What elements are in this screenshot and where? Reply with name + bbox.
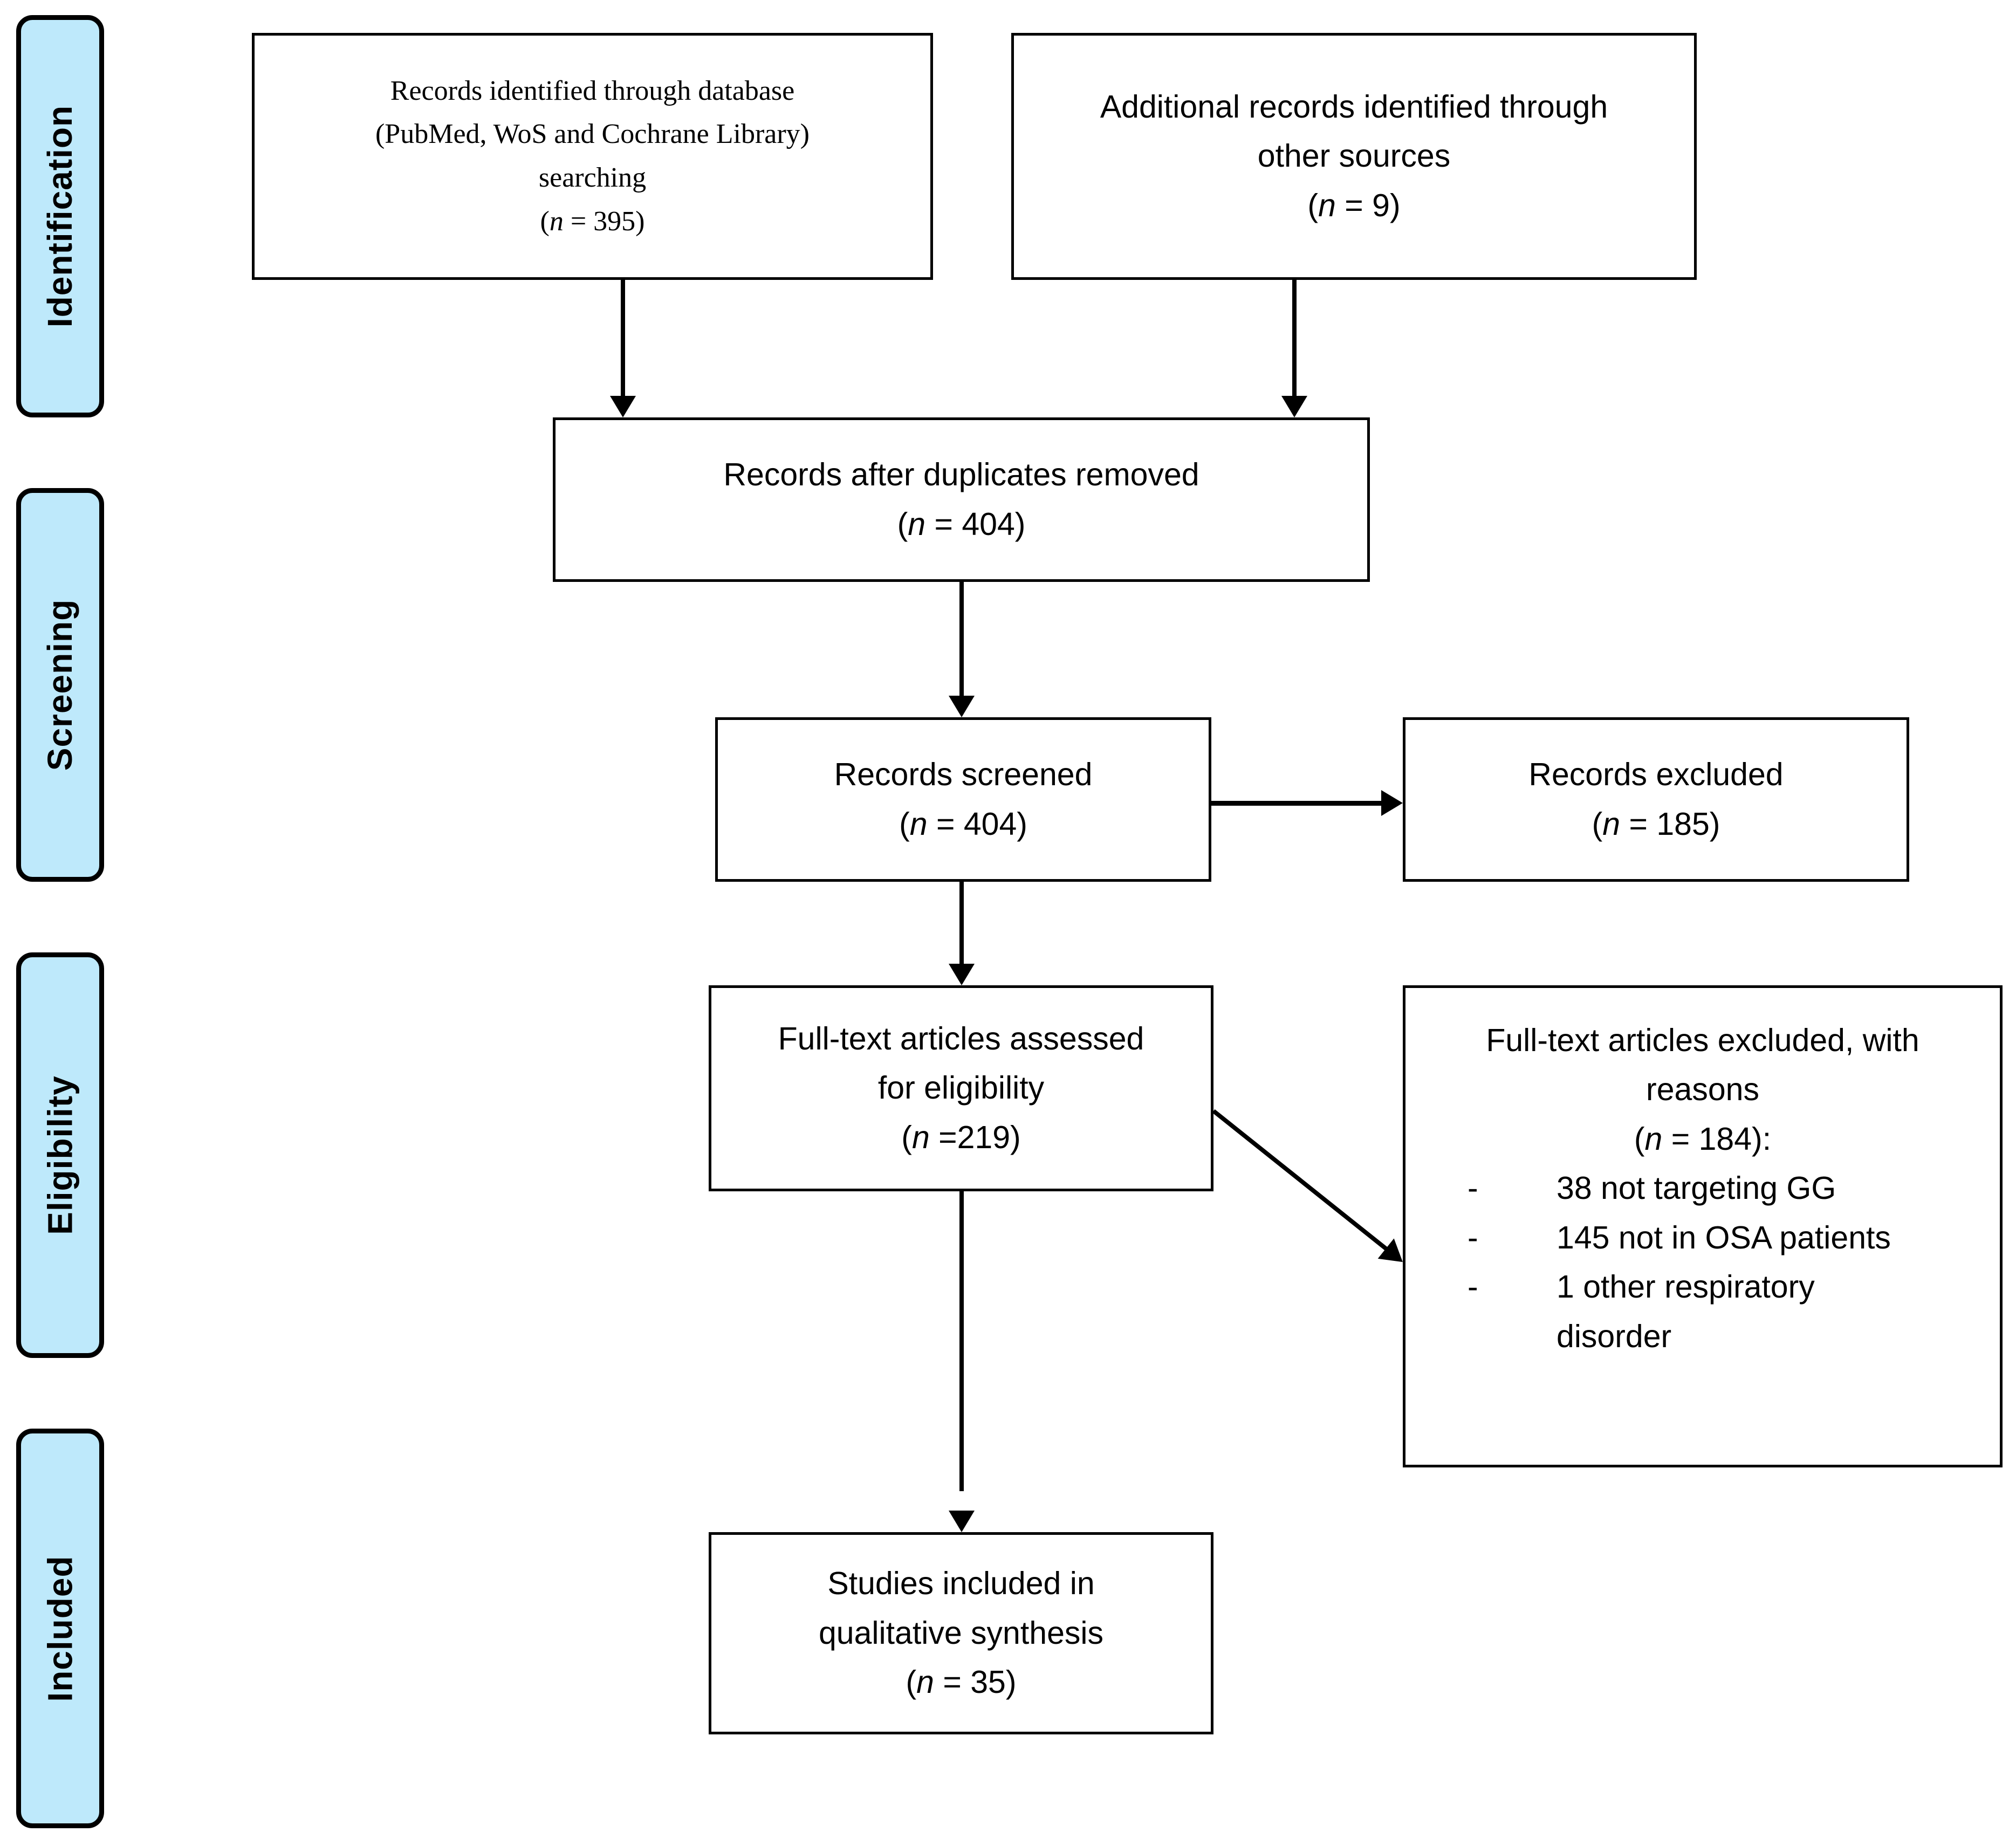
box-line: qualitative synthesis bbox=[818, 1615, 1103, 1651]
stage-label-text: Screening bbox=[40, 599, 80, 771]
box-line: Records excluded bbox=[1528, 757, 1784, 793]
box-line: other sources bbox=[1257, 138, 1451, 174]
box-line: Records after duplicates removed bbox=[723, 457, 1199, 493]
box-line: Full-text articles excluded, with bbox=[1486, 1023, 1919, 1058]
box-line: (n = 185) bbox=[1592, 806, 1720, 842]
exclusion-reason-text: 1 other respiratory disorder bbox=[1556, 1269, 1815, 1354]
box-additional-records: Additional records identified through ot… bbox=[1011, 33, 1697, 280]
box-line: reasons bbox=[1646, 1072, 1759, 1108]
arrowhead bbox=[949, 696, 975, 717]
exclusion-reason-item: - 38 not targeting GG bbox=[1405, 1164, 2000, 1213]
box-fulltext-excluded: Full-text articles excluded, with reason… bbox=[1403, 985, 2003, 1467]
box-line: Records screened bbox=[834, 757, 1093, 793]
box-line: (n = 9) bbox=[1307, 187, 1401, 223]
stage-label-included: Included bbox=[16, 1429, 104, 1828]
arrow-line bbox=[959, 582, 964, 697]
exclusion-reason-item: - 1 other respiratory disorder bbox=[1405, 1262, 2000, 1361]
list-dash: - bbox=[1468, 1269, 1478, 1305]
exclusion-reason-text: 145 not in OSA patients bbox=[1556, 1219, 1891, 1255]
box-records-screened: Records screened (n = 404) bbox=[715, 717, 1211, 882]
arrowhead bbox=[610, 396, 636, 417]
exclusion-reasons-list: - 38 not targeting GG - 145 not in OSA p… bbox=[1405, 1164, 2000, 1361]
box-line: Full-text articles assessed bbox=[778, 1020, 1144, 1056]
stage-label-screening: Screening bbox=[16, 488, 104, 882]
box-line: Studies included in bbox=[827, 1566, 1095, 1602]
box-line: (n = 35) bbox=[906, 1664, 1017, 1700]
stage-label-text: Identification bbox=[40, 105, 80, 328]
box-fulltext-assessed: Full-text articles assessed for eligibil… bbox=[709, 985, 1213, 1191]
list-dash: - bbox=[1468, 1219, 1478, 1255]
box-records-excluded: Records excluded (n = 185) bbox=[1403, 717, 1909, 882]
stage-label-text: Included bbox=[40, 1555, 80, 1702]
box-line: (n = 404) bbox=[899, 806, 1027, 842]
box-studies-included: Studies included in qualitative synthesi… bbox=[709, 1532, 1213, 1734]
list-dash: - bbox=[1468, 1170, 1478, 1206]
box-line: Records identified through database bbox=[390, 75, 795, 106]
arrowhead bbox=[1281, 396, 1307, 417]
box-line: for eligibility bbox=[877, 1070, 1045, 1106]
box-records-after-duplicates: Records after duplicates removed (n = 40… bbox=[553, 417, 1370, 582]
exclusion-reason-item: - 145 not in OSA patients bbox=[1405, 1213, 2000, 1262]
stage-label-text: Eligibility bbox=[40, 1075, 80, 1235]
arrowhead bbox=[949, 964, 975, 985]
arrow-line bbox=[621, 280, 625, 397]
box-line: (n =219) bbox=[901, 1119, 1021, 1155]
arrow-line bbox=[1292, 280, 1297, 397]
arrowhead bbox=[949, 1511, 975, 1532]
box-line: searching bbox=[538, 162, 647, 193]
box-line: (n = 395) bbox=[540, 205, 645, 237]
box-line: Additional records identified through bbox=[1100, 88, 1608, 125]
arrowhead bbox=[1381, 790, 1403, 816]
box-records-identified-database: Records identified through database (Pub… bbox=[252, 33, 933, 280]
arrow-line bbox=[959, 882, 964, 966]
box-line: (PubMed, WoS and Cochrane Library) bbox=[375, 119, 810, 150]
arrow-line bbox=[959, 1191, 964, 1491]
box-line: (n = 404) bbox=[897, 506, 1026, 542]
arrow-line bbox=[1211, 801, 1382, 806]
stage-label-eligibility: Eligibility bbox=[16, 952, 104, 1358]
box-line: (n = 184): bbox=[1634, 1121, 1772, 1157]
exclusion-reason-text: 38 not targeting GG bbox=[1556, 1170, 1836, 1206]
stage-label-identification: Identification bbox=[16, 15, 104, 417]
arrow-line bbox=[1212, 1109, 1411, 1272]
